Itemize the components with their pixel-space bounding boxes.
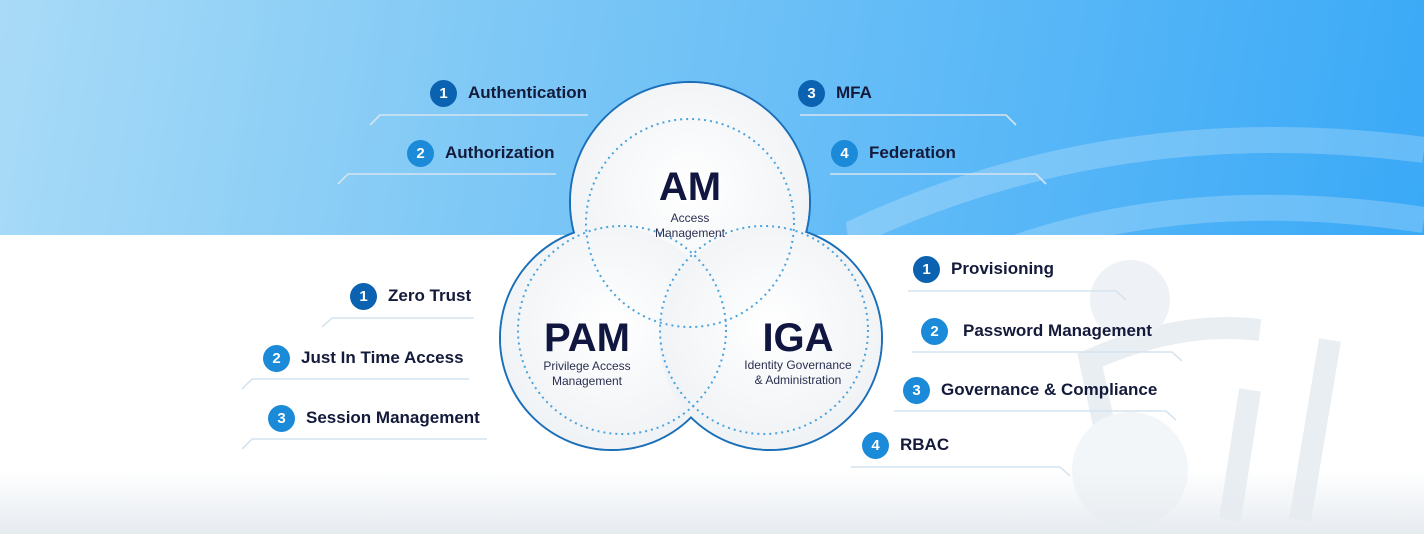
venn-inner-dotted — [517, 118, 869, 435]
pam-item-zero-trust: 1 Zero Trust — [350, 281, 471, 311]
number-badge: 1 — [913, 255, 940, 283]
item-label: Provisioning — [951, 259, 1054, 278]
number-badge: 2 — [407, 139, 434, 167]
pam-item-just-in-time-access: 2 Just In Time Access — [263, 343, 464, 373]
iga-title: IGA — [762, 316, 834, 360]
am-title: AM — [658, 165, 722, 209]
number-badge: 2 — [263, 344, 290, 372]
am-item-authentication: 1 Authentication — [430, 78, 587, 108]
item-label: Password Management — [963, 321, 1152, 340]
item-label: RBAC — [900, 435, 950, 454]
iga-subtitle: Identity Governance & Administration — [718, 358, 878, 388]
number-badge: 2 — [921, 317, 948, 345]
number-badge: 4 — [831, 139, 858, 167]
pam-dotted-circle — [517, 225, 727, 435]
number-badge: 3 — [903, 376, 930, 404]
pam-item-session-management: 3 Session Management — [268, 403, 480, 433]
venn-outer-outline — [499, 81, 883, 451]
iga-item-rbac: 4 RBAC — [862, 430, 949, 460]
item-label: Zero Trust — [388, 286, 472, 305]
am-subtitle: Access Management — [620, 211, 760, 241]
connector-lines — [241, 114, 1183, 477]
item-label: Authentication — [468, 83, 587, 102]
number-badge: 4 — [862, 431, 889, 459]
item-label: Federation — [869, 143, 956, 162]
item-label: Just In Time Access — [301, 348, 464, 367]
pam-title: PAM — [544, 316, 630, 360]
am-item-federation: 4 Federation — [831, 138, 956, 168]
iga-subtitle-line1: Identity Governance — [744, 358, 852, 372]
iga-item-governance-compliance: 3 Governance & Compliance — [903, 375, 1157, 405]
iga-item-provisioning: 1 Provisioning — [913, 254, 1054, 284]
iga-item-password-management: 2 Password Management — [921, 316, 1152, 346]
am-item-mfa: 3 MFA — [798, 78, 872, 108]
iga-dotted-circle — [659, 225, 869, 435]
pam-subtitle: Privilege Access Management — [517, 359, 657, 389]
pam-subtitle-line1: Privilege Access — [543, 359, 631, 373]
number-badge: 3 — [268, 404, 295, 432]
number-badge: 3 — [798, 79, 825, 107]
am-dotted-circle — [585, 118, 795, 328]
item-label: Session Management — [306, 408, 480, 427]
number-badge: 1 — [430, 79, 457, 107]
pam-subtitle-line2: Management — [551, 374, 623, 388]
am-item-authorization: 2 Authorization — [407, 138, 555, 168]
item-label: MFA — [836, 83, 872, 102]
bottom-fade — [0, 470, 1424, 534]
am-subtitle-line1: Access — [670, 211, 710, 225]
item-label: Authorization — [445, 143, 555, 162]
item-label: Governance & Compliance — [941, 380, 1158, 399]
am-subtitle-line2: Management — [654, 226, 726, 240]
iga-subtitle-line2: & Administration — [754, 373, 842, 387]
number-badge: 1 — [350, 282, 377, 310]
